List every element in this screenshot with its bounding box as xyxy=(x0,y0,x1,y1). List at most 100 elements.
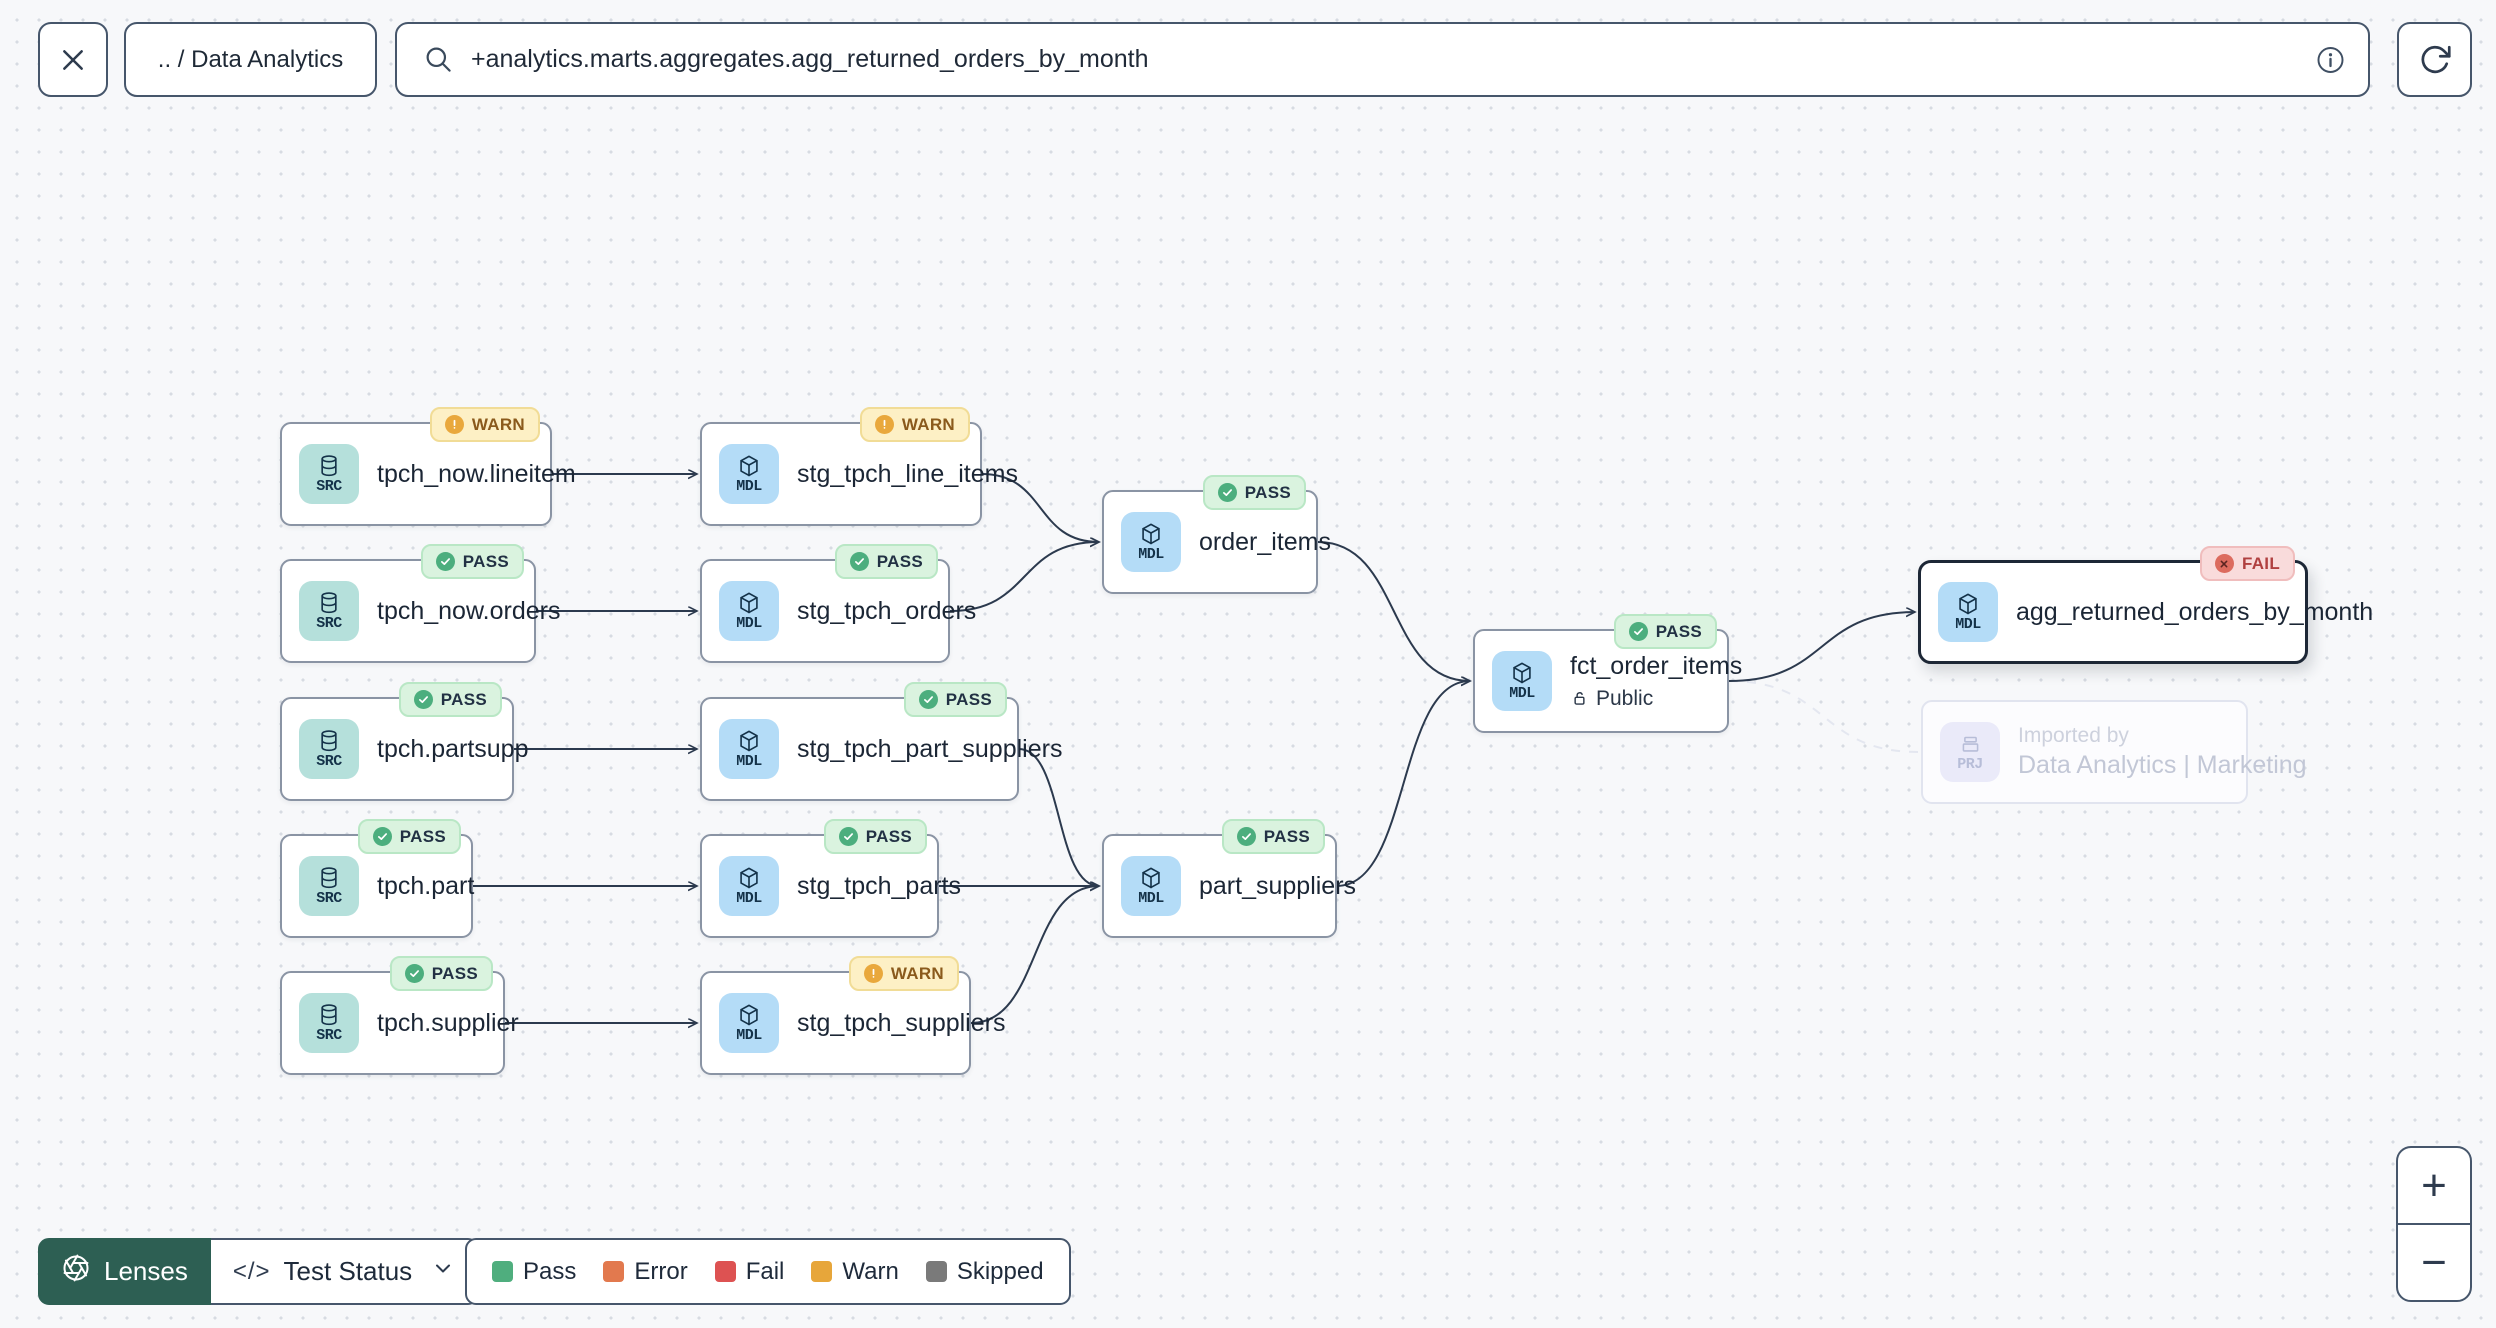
warn-status-icon xyxy=(444,415,464,434)
status-badge-pass: PASS xyxy=(1202,475,1306,510)
lenses-label: Lenses xyxy=(104,1256,188,1286)
mdl-chip: MDL xyxy=(1121,856,1181,916)
node-label: stg_tpch_part_suppliers xyxy=(797,734,1063,763)
chip-label: MDL xyxy=(1138,890,1164,907)
database-icon xyxy=(316,865,342,891)
node-sublabel-top: Imported by xyxy=(2018,724,2129,747)
node-labels: tpch_now.lineitem xyxy=(377,460,576,489)
node-label: fct_order_items xyxy=(1570,651,1743,680)
breadcrumb[interactable]: .. / Data Analytics xyxy=(124,22,377,97)
node-label: agg_returned_orders_by_month xyxy=(2016,597,2374,626)
status-badge-pass: PASS xyxy=(903,682,1007,717)
info-icon[interactable] xyxy=(2315,44,2346,75)
src-chip: SRC xyxy=(299,856,359,916)
status-badge-pass: PASS xyxy=(398,682,502,717)
chip-label: SRC xyxy=(316,1027,342,1044)
status-badge-pass: PASS xyxy=(420,544,524,579)
zoom-control: + − xyxy=(2396,1146,2472,1302)
chip-label: MDL xyxy=(736,1027,762,1044)
status-badge-label: WARN xyxy=(890,963,944,983)
status-badge-label: FAIL xyxy=(2241,553,2280,573)
refresh-button[interactable] xyxy=(2397,22,2472,97)
zoom-in-button[interactable]: + xyxy=(2398,1148,2470,1225)
status-badge-warn: WARN xyxy=(848,956,959,991)
node-access-label: Public xyxy=(1596,686,1654,710)
node-label: stg_tpch_parts xyxy=(797,871,961,900)
close-icon xyxy=(57,44,89,76)
pass-status-icon xyxy=(435,552,455,571)
node-labels: stg_tpch_orders xyxy=(797,597,976,626)
legend-label: Error xyxy=(634,1257,688,1285)
edge-stg_tpch_line_items-to-order_items xyxy=(981,473,1099,542)
node-access-row: Public xyxy=(1570,687,1742,711)
node-part_suppliers[interactable]: MDL part_suppliers PASS xyxy=(1102,819,1356,938)
node-labels: tpch.part xyxy=(377,872,474,901)
node-label: tpch_now.orders xyxy=(377,596,561,625)
lock-open-icon xyxy=(1570,689,1589,708)
chip-label: MDL xyxy=(736,478,762,495)
node-labels: tpch_now.orders xyxy=(377,597,560,626)
chip-label: SRC xyxy=(316,753,342,770)
legend-swatch xyxy=(925,1261,947,1282)
mdl-chip: MDL xyxy=(719,719,779,779)
pass-status-icon xyxy=(372,827,392,846)
search-input[interactable] xyxy=(471,45,2298,74)
zoom-out-button[interactable]: − xyxy=(2421,1237,2447,1287)
lens-selector[interactable]: </> Test Status xyxy=(210,1238,480,1305)
pass-status-icon xyxy=(413,690,433,709)
node-labels: part_suppliers xyxy=(1199,872,1356,901)
mdl-chip: MDL xyxy=(719,993,779,1053)
legend-swatch xyxy=(603,1261,625,1282)
pass-status-icon xyxy=(1217,483,1237,502)
mdl-chip: MDL xyxy=(1938,582,1998,642)
close-button[interactable] xyxy=(38,22,108,97)
cube-icon xyxy=(1138,521,1164,547)
warn-status-icon xyxy=(874,415,894,434)
node-agg_returned_orders_by_month[interactable]: MDL agg_returned_orders_by_month FAIL xyxy=(1918,546,2373,664)
edge-fct_order_items-to-agg_returned_orders_by_month xyxy=(1728,612,1915,682)
legend-label: Warn xyxy=(842,1257,899,1285)
database-icon xyxy=(316,453,342,479)
refresh-icon xyxy=(2417,42,2453,78)
node-stg_tpch_part_suppliers[interactable]: MDL stg_tpch_part_suppliers PASS xyxy=(700,682,1062,801)
legend-label: Fail xyxy=(745,1257,785,1285)
node-label: Data Analytics | Marketing xyxy=(2018,751,2307,779)
node-label: tpch.part xyxy=(377,871,475,900)
node-labels: agg_returned_orders_by_month xyxy=(2016,598,2373,627)
pass-status-icon xyxy=(849,552,869,571)
status-badge-label: PASS xyxy=(1263,826,1310,846)
cube-icon xyxy=(736,728,762,754)
src-chip: SRC xyxy=(299,993,359,1053)
status-badge-warn: WARN xyxy=(429,407,540,442)
status-badge-fail: FAIL xyxy=(2199,546,2295,581)
project-icon xyxy=(1958,732,1983,757)
node-labels: order_items xyxy=(1199,528,1331,557)
legend-swatch xyxy=(714,1261,736,1282)
code-icon: </> xyxy=(232,1257,271,1285)
pass-status-icon xyxy=(918,690,938,709)
status-badge-label: PASS xyxy=(1244,482,1291,502)
node-labels: stg_tpch_parts xyxy=(797,872,961,901)
mdl-chip: MDL xyxy=(719,856,779,916)
cube-icon xyxy=(736,590,762,616)
lenses-button[interactable]: Lenses xyxy=(38,1238,211,1305)
pass-status-icon xyxy=(838,827,858,846)
node-labels: tpch.supplier xyxy=(377,1009,519,1038)
pass-status-icon xyxy=(1628,622,1648,641)
search-icon xyxy=(423,44,454,75)
aperture-icon xyxy=(61,1253,91,1290)
